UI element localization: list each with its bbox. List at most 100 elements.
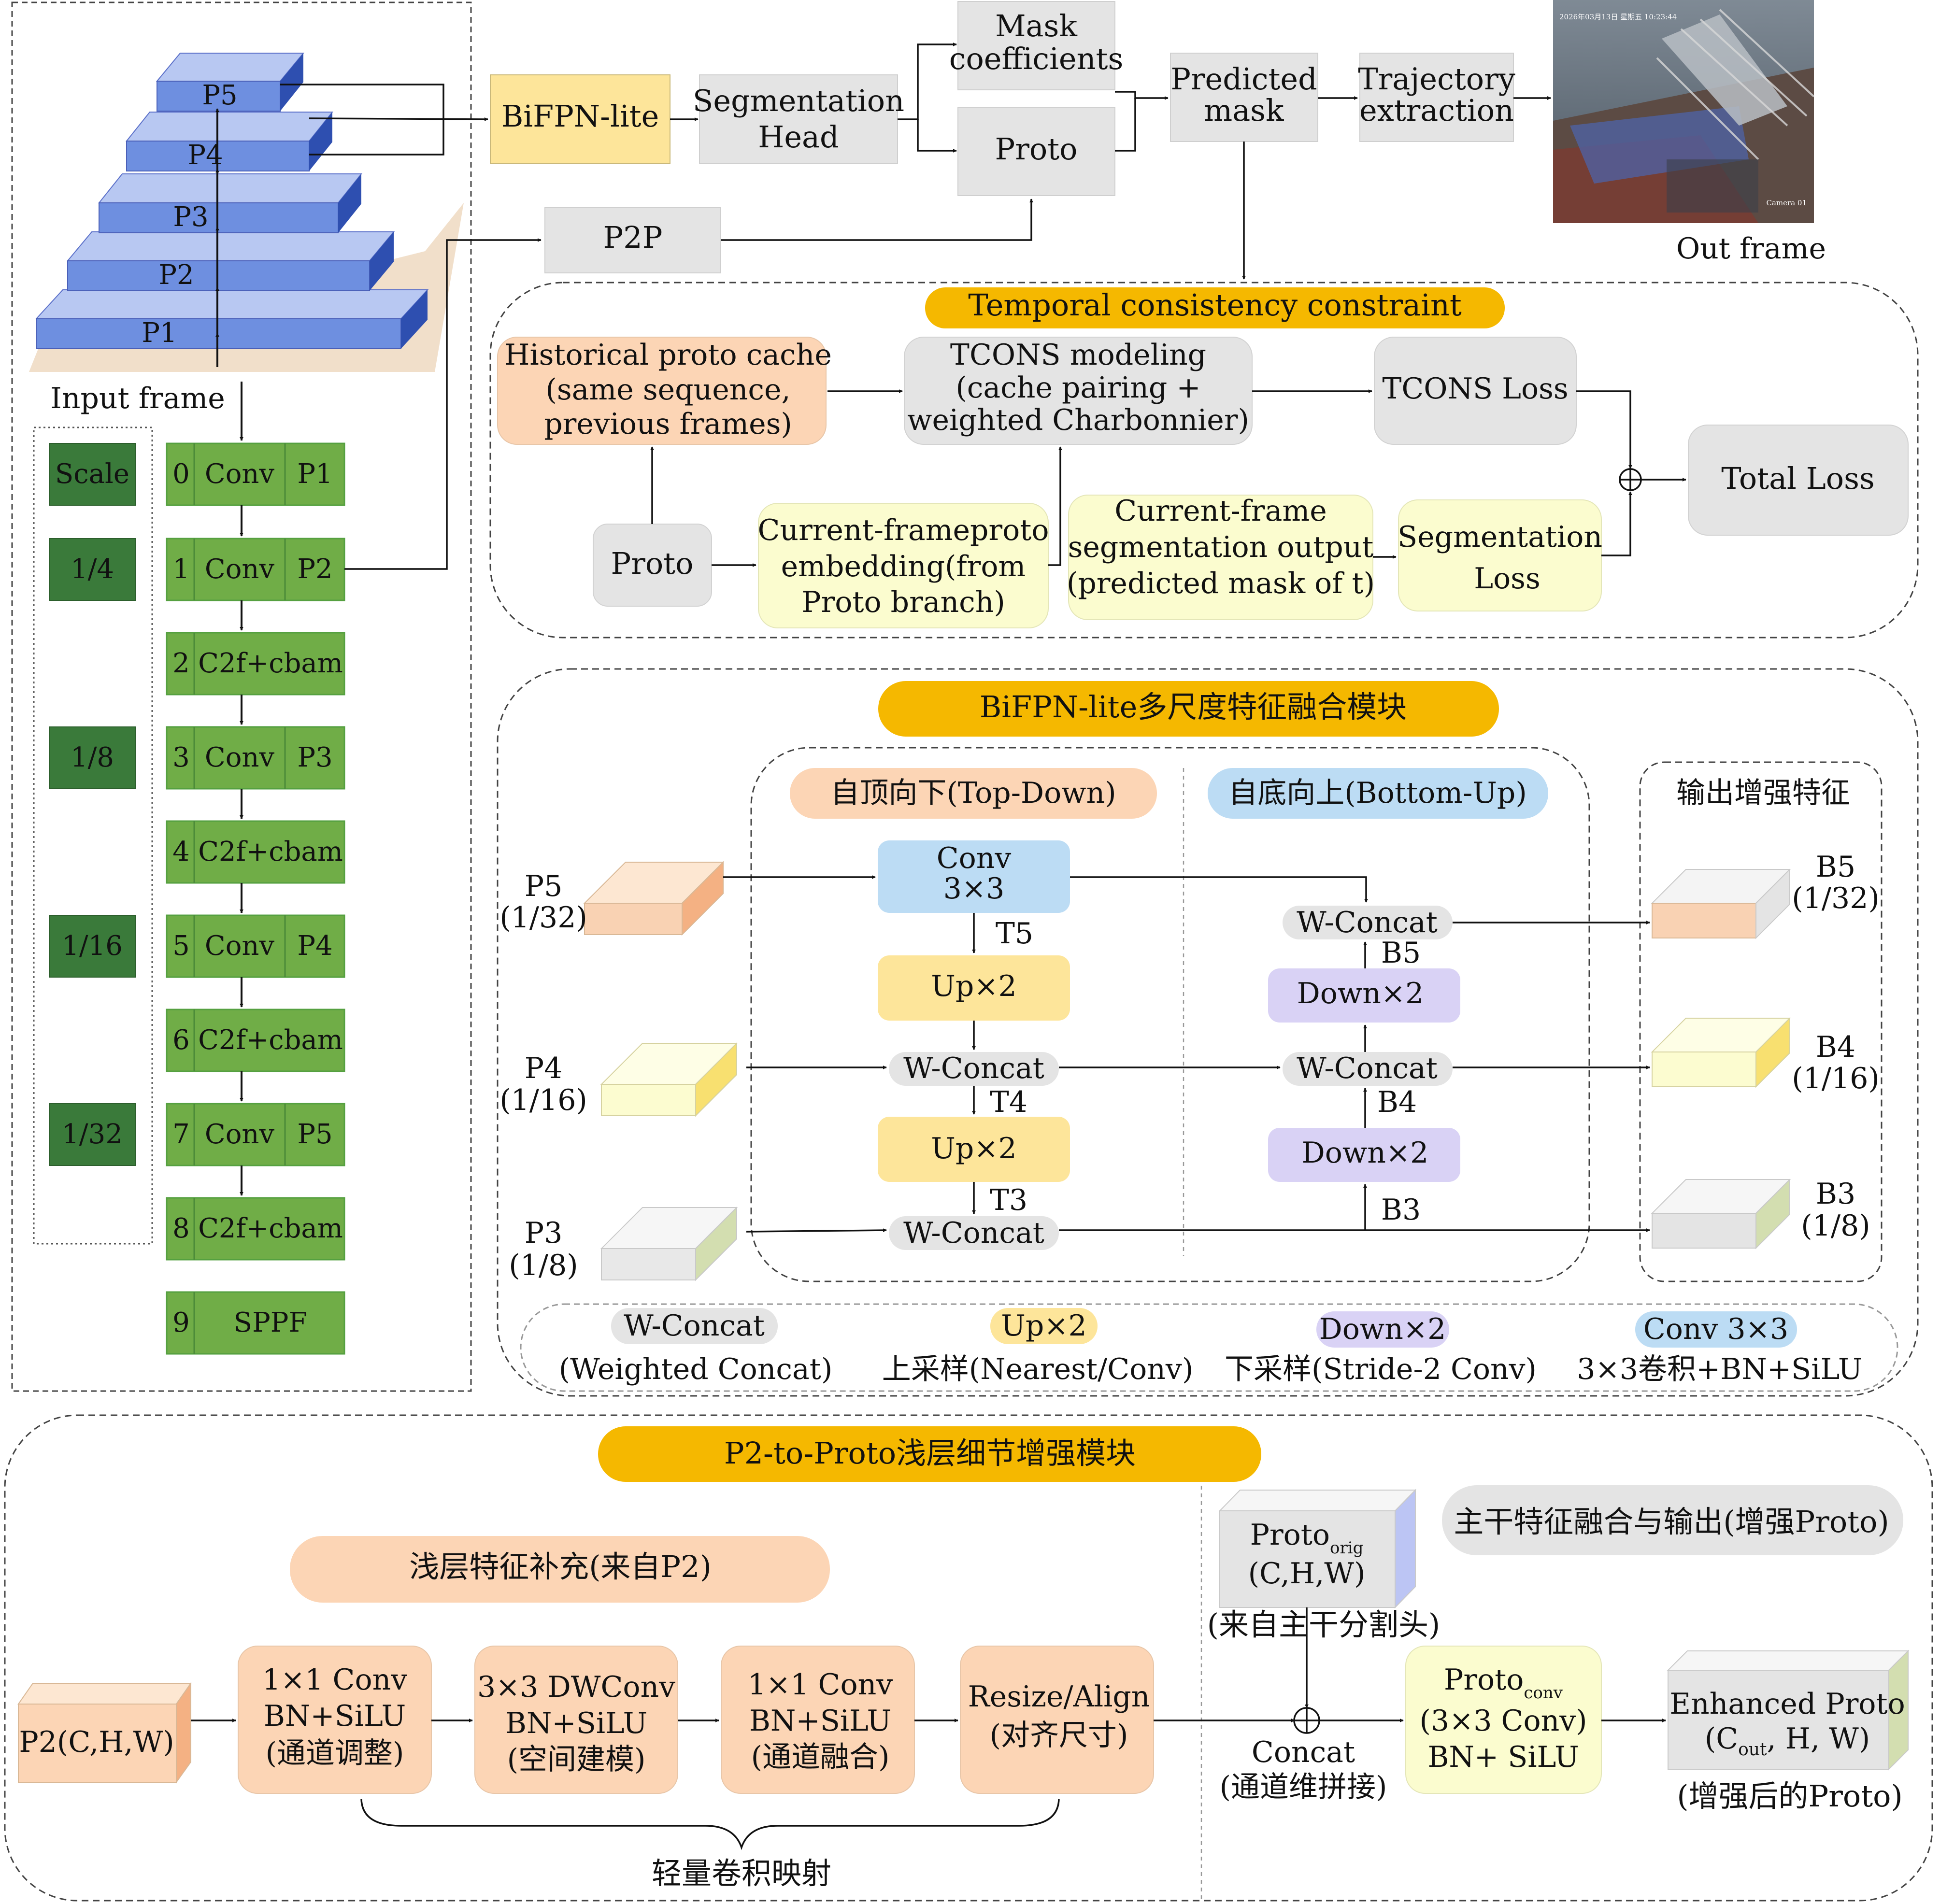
layer-9: 9 SPPF — [166, 1291, 345, 1355]
svg-text:coefficients: coefficients — [949, 41, 1124, 76]
svg-text:(对齐尺寸): (对齐尺寸) — [990, 1719, 1128, 1752]
svg-text:Up×2: Up×2 — [931, 1132, 1016, 1165]
svg-text:自顶向下(Top-Down): 自顶向下(Top-Down) — [830, 776, 1116, 810]
pyramid-label-p2: P2 — [158, 259, 194, 291]
svg-text:3×3: 3×3 — [943, 872, 1005, 906]
svg-text:W-Concat: W-Concat — [1297, 1051, 1438, 1085]
svg-text:Up×2: Up×2 — [931, 969, 1016, 1003]
step-resize-align: Resize/Align (对齐尺寸) — [960, 1646, 1154, 1794]
pyramid-label-p1: P1 — [142, 317, 177, 349]
svg-text:segmentation output: segmentation output — [1068, 530, 1374, 564]
svg-text:2: 2 — [172, 648, 190, 679]
layer-2: 2 C2f+cbam — [166, 632, 345, 696]
svg-text:上采样(Nearest/Conv): 上采样(Nearest/Conv) — [882, 1352, 1193, 1386]
svg-text:(1/8): (1/8) — [509, 1249, 578, 1282]
svg-text:Up×2: Up×2 — [1001, 1309, 1086, 1343]
proto-conv-box: Protoconv (3×3 Conv) BN+ SiLU — [1405, 1646, 1602, 1794]
svg-text:P2(C,H,W): P2(C,H,W) — [19, 1725, 174, 1759]
up-x2-node-1: Up×2 — [878, 955, 1070, 1021]
pyramid-slab-p1: P1 — [35, 289, 429, 349]
svg-text:1×1 Conv: 1×1 Conv — [748, 1668, 893, 1702]
scale-header: Scale — [55, 458, 129, 490]
svg-text:TCONS modeling: TCONS modeling — [950, 338, 1206, 372]
wconcat-td-p3: W-Concat — [889, 1216, 1059, 1250]
trajectory-box: Trajectory extraction — [1358, 53, 1515, 142]
scale-1-32: 1/32 — [62, 1119, 123, 1150]
legend-down: Down×2 下采样(Stride-2 Conv) — [1225, 1311, 1537, 1386]
svg-text:B5: B5 — [1816, 850, 1855, 884]
step-3x3-dwconv: 3×3 DWConv BN+SiLU (空间建模) — [474, 1646, 678, 1794]
svg-text:(1/8): (1/8) — [1801, 1209, 1870, 1243]
p2proto-title: P2-to-Proto浅层细节增强模块 — [598, 1426, 1261, 1482]
svg-text:Current-frameproto: Current-frameproto — [758, 513, 1049, 547]
svg-text:Proto: Proto — [995, 131, 1078, 167]
td-bu-border — [750, 747, 1590, 1282]
layer-1: 1 Conv P2 — [166, 538, 345, 601]
svg-text:(cache pairing +: (cache pairing + — [956, 371, 1200, 405]
svg-text:W-Concat: W-Concat — [903, 1051, 1044, 1085]
svg-text:7: 7 — [172, 1119, 190, 1150]
input-cube-p4: P4 (1/16) — [499, 1042, 738, 1117]
svg-text:BN+SiLU: BN+SiLU — [264, 1699, 406, 1733]
svg-text:(Weighted Concat): (Weighted Concat) — [559, 1352, 833, 1386]
output-cube-b3: B3 (1/8) — [1651, 1177, 1870, 1250]
layer-0: 0 Conv P1 — [166, 442, 345, 506]
input-frame-label: Input frame — [50, 382, 225, 415]
svg-text:0: 0 — [172, 458, 190, 490]
segmentation-head-box: Segmentation Head — [693, 74, 904, 164]
bifpn-module-border — [497, 668, 1919, 1397]
pyramid-to-bifpn-connectors — [280, 84, 542, 570]
current-embedding-box: Current-frameproto embedding(from Proto … — [758, 503, 1049, 628]
svg-text:C2f+cbam: C2f+cbam — [198, 836, 343, 867]
svg-text:Enhanced Proto: Enhanced Proto — [1669, 1687, 1905, 1721]
svg-text:C2f+cbam: C2f+cbam — [198, 1024, 343, 1056]
pyramid-label-p3: P3 — [173, 201, 208, 233]
down-x2-node-2: Down×2 — [1268, 1128, 1460, 1182]
svg-text:Proto: Proto — [611, 546, 694, 581]
cam-label: Camera 01 — [1767, 199, 1807, 207]
svg-text:P2-to-Proto浅层细节增强模块: P2-to-Proto浅层细节增强模块 — [724, 1435, 1136, 1471]
svg-text:B3: B3 — [1816, 1177, 1855, 1211]
out-frame-image: 2026年03月13日 星期五 10:23:44 Camera 01 — [1553, 0, 1815, 223]
step-1x1-conv-adjust: 1×1 Conv BN+SiLU (通道调整) — [238, 1646, 432, 1794]
svg-text:Proto branch): Proto branch) — [801, 585, 1005, 619]
proto-box-top: Proto — [957, 107, 1115, 196]
layer-stack: 0 Conv P1 1 Conv P2 2 C2f+cbam 3 — [166, 382, 345, 1355]
tcons-loss-box: TCONS Loss — [1374, 337, 1577, 445]
svg-text:TCONS Loss: TCONS Loss — [1382, 372, 1568, 406]
svg-text:Segmentation: Segmentation — [693, 83, 904, 118]
sum-node — [1619, 468, 1642, 491]
svg-text:weighted Charbonnier): weighted Charbonnier) — [907, 403, 1249, 437]
svg-text:Protoconv: Protoconv — [1444, 1663, 1563, 1703]
svg-text:6: 6 — [172, 1024, 190, 1056]
bifpn-legend-border — [520, 1303, 1898, 1392]
predicted-mask-box: Predicted mask — [1170, 53, 1318, 142]
shallow-title: 浅层特征补充(来自P2) — [290, 1536, 830, 1603]
p2p-box: P2P — [544, 207, 721, 273]
svg-text:Down×2: Down×2 — [1319, 1312, 1446, 1346]
layer-7: 7 Conv P5 — [166, 1103, 345, 1166]
bifpn-module-panel: BiFPN-lite多尺度特征融合模块 自顶向下(Top-Down) 自底向上(… — [497, 668, 1919, 1397]
svg-text:Head: Head — [758, 119, 839, 155]
bifpn-arrows — [723, 875, 1650, 1233]
temporal-border — [489, 282, 1919, 639]
pyramid-label-p5: P5 — [202, 80, 237, 111]
svg-text:Resize/Align: Resize/Align — [968, 1680, 1150, 1714]
svg-text:mask: mask — [1204, 93, 1284, 128]
t4-label: T4 — [990, 1085, 1027, 1119]
backbone-panel: P1 P2 P3 P4 — [11, 1, 472, 1392]
svg-text:extraction: extraction — [1359, 93, 1514, 128]
svg-text:Protoorig: Protoorig — [1250, 1518, 1364, 1558]
svg-text:Down×2: Down×2 — [1297, 977, 1424, 1010]
output-border — [1639, 761, 1883, 1282]
legend-conv: Conv 3×3 3×3卷积+BN+SiLU — [1577, 1311, 1863, 1386]
segmentation-loss-box: Segmentation Loss — [1398, 499, 1602, 611]
svg-text:P5: P5 — [297, 1119, 332, 1150]
svg-text:P4: P4 — [525, 1051, 563, 1085]
concat-sub-label: (通道维拼接) — [1220, 1770, 1387, 1804]
bottom-up-label: 自底向上(Bottom-Up) — [1208, 768, 1548, 819]
enhanced-proto-cube: Enhanced Proto (Cout, H, W) — [1667, 1649, 1910, 1771]
svg-text:P5: P5 — [525, 869, 563, 903]
feature-pyramid: P1 P2 P3 P4 — [29, 53, 464, 372]
